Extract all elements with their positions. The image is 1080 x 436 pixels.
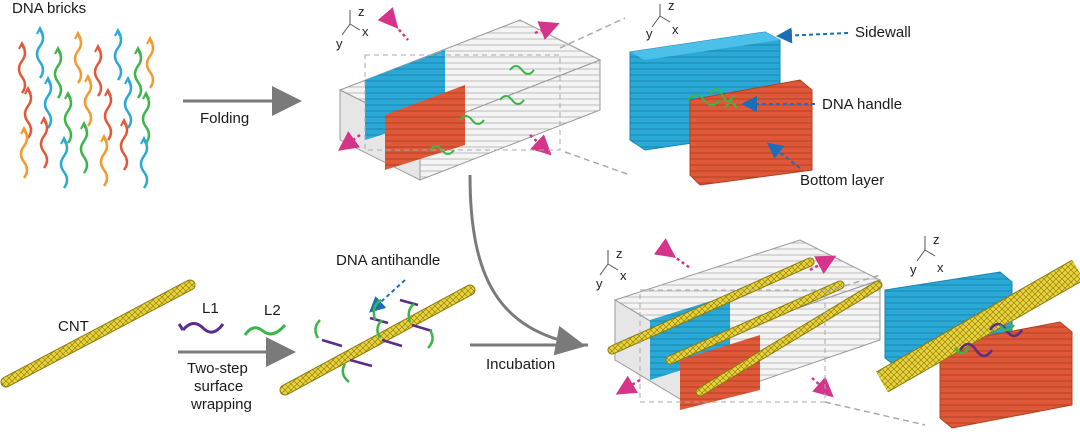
- dna-brick-strand: [59, 139, 69, 189]
- zoom-line: [559, 17, 626, 49]
- bottom-layer-label: Bottom layer: [800, 172, 885, 189]
- zoom-box: [364, 54, 561, 151]
- dna-brick-strand-tip: [84, 73, 92, 83]
- dna-brick-strand: [133, 49, 143, 99]
- folding-label: Folding: [200, 110, 250, 127]
- dna-brick-strand-tip: [80, 120, 88, 130]
- dna-brick-strand-tip: [94, 43, 102, 53]
- dna-brick-strand: [79, 124, 89, 174]
- dna-brick-strand: [119, 121, 129, 171]
- dna-brick-strand: [113, 31, 123, 81]
- dna-brick-strand-tip: [60, 135, 68, 145]
- l2-label: L2: [264, 302, 281, 319]
- two-step-label-2: surface: [194, 378, 244, 395]
- svg-text:x: x: [672, 22, 679, 37]
- dna-brick-strand-tip: [24, 85, 32, 95]
- svg-text:z: z: [933, 232, 940, 247]
- svg-text:x: x: [937, 260, 944, 275]
- bottom-layer-block: [385, 85, 465, 170]
- dna-brick-strand-tip: [140, 135, 148, 145]
- dna-brick-strand: [93, 47, 103, 97]
- dna-brick-strand-tip: [20, 125, 28, 135]
- dna-brick-strand: [73, 34, 83, 84]
- two-step-label-1: Two-step: [187, 360, 248, 377]
- dna-brick-strand: [83, 77, 93, 127]
- antihandle-pointer: [369, 279, 406, 313]
- dna-brick-strand-tip: [146, 35, 154, 45]
- axis-triad: z x y: [910, 232, 944, 277]
- magenta-direction-arrows-top: [337, 7, 560, 156]
- wrapped-cnt: [279, 284, 476, 396]
- cnt-tube: [0, 279, 196, 388]
- dna-brick-strand: [19, 129, 29, 179]
- dna-brick-strand: [103, 91, 113, 141]
- incubation-curve-arrow: [468, 174, 586, 356]
- svg-text:y: y: [910, 262, 917, 277]
- assembled-structure: [607, 239, 883, 410]
- dna-brick-strand-tip: [44, 75, 52, 85]
- axis-triad: z x y: [336, 4, 369, 51]
- axis-triad: z x y: [646, 0, 679, 41]
- dna-brick-strand-tip: [100, 133, 108, 143]
- svg-text:z: z: [616, 246, 623, 261]
- l1-strand: [181, 322, 225, 334]
- zoom-line: [824, 401, 926, 426]
- svg-text:z: z: [668, 0, 675, 13]
- zoom-box: [639, 289, 826, 403]
- svg-text:y: y: [336, 36, 343, 51]
- dna-brick-strand-tip: [104, 87, 112, 97]
- svg-text:y: y: [646, 26, 653, 41]
- sidewall-label: Sidewall: [855, 24, 911, 41]
- dna-brick-strand-tip: [74, 30, 82, 40]
- magenta-direction-arrows-bottom: [615, 238, 837, 398]
- axis-triad: z x y: [596, 246, 627, 291]
- dna-brick-strand: [123, 79, 133, 129]
- dna-brick-strand-tip: [120, 117, 128, 127]
- dna-brick-strand-tip: [54, 45, 62, 55]
- svg-text:y: y: [596, 276, 603, 291]
- bottom-layer-pointer: [766, 142, 801, 169]
- folded-structure: [338, 19, 602, 181]
- dna-brick-strand: [141, 94, 151, 144]
- two-step-label-3: wrapping: [191, 396, 252, 413]
- dna-bricks-label: DNA bricks: [12, 0, 87, 17]
- dna-brick-strand: [99, 137, 109, 187]
- dna-bricks-cluster: [17, 25, 155, 189]
- dna-brick-strand-tip: [114, 27, 122, 37]
- zoom-detail-bottom: [876, 259, 1080, 429]
- cnt-label: CNT: [58, 318, 89, 335]
- dna-handle-label: DNA handle: [822, 96, 903, 113]
- dna-brick-strand: [17, 44, 27, 94]
- dna-brick-strand: [43, 79, 53, 129]
- dna-brick-strand: [139, 139, 149, 189]
- zoom-detail-top: [629, 31, 813, 186]
- dna-brick-strand-tip: [36, 25, 44, 35]
- l1-label: L1: [202, 300, 219, 317]
- dna-brick-strand-tip: [40, 115, 48, 125]
- dna-brick-strand-tip: [18, 40, 26, 50]
- dna-brick-strand: [145, 39, 155, 89]
- l2-strand: [243, 323, 287, 336]
- svg-text:x: x: [620, 268, 627, 283]
- dna-brick-strand: [63, 94, 73, 144]
- dna-brick-strand-tip: [134, 45, 142, 55]
- zoom-line: [564, 151, 631, 176]
- dna-brick-strand: [53, 49, 63, 99]
- dna-antihandle-label: DNA antihandle: [336, 252, 441, 269]
- sidewall-pointer: [776, 27, 849, 44]
- dna-brick-strand-tip: [142, 90, 150, 100]
- dna-brick-strand-tip: [64, 90, 72, 100]
- dna-brick-strand: [23, 89, 33, 139]
- dna-brick-strand-tip: [124, 75, 132, 85]
- dna-brick-strand: [39, 119, 49, 169]
- svg-text:x: x: [362, 24, 369, 39]
- dna-brick-strand: [35, 29, 45, 79]
- incubation-label: Incubation: [486, 356, 556, 373]
- svg-text:z: z: [358, 4, 365, 19]
